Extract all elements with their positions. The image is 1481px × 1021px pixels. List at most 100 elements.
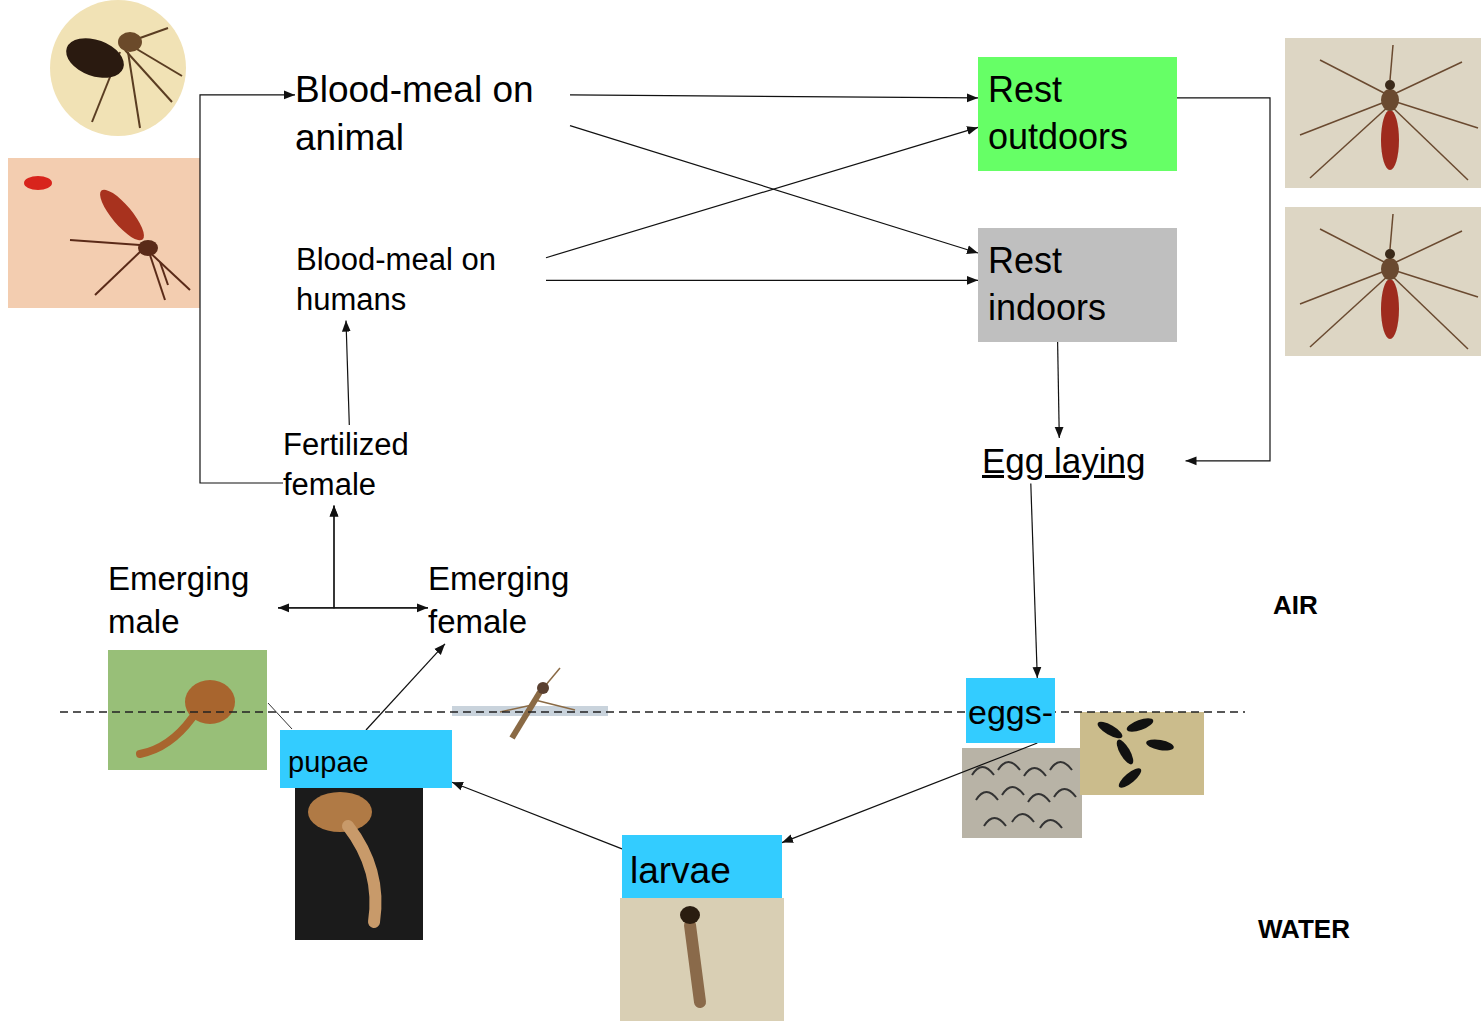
plain-node: Egg laying (982, 438, 1185, 484)
arrow-connector (1177, 98, 1270, 461)
plain-node: Emerging male (108, 558, 278, 644)
node-text: pupae (288, 744, 444, 782)
egg-raft (972, 762, 1076, 828)
leg (535, 700, 575, 710)
arrow-connector (452, 782, 622, 849)
process-box: Rest outdoors (978, 57, 1177, 171)
node-text: larvae (630, 847, 774, 895)
egg (1145, 738, 1174, 753)
arrow-connector (1031, 484, 1038, 679)
pupa-tail (140, 718, 192, 754)
mosquito-legs (70, 240, 190, 300)
photo-ground (1285, 207, 1481, 356)
egg (1125, 716, 1155, 735)
node-text: Rest outdoors (988, 67, 1167, 161)
mosquito-thorax (118, 32, 142, 52)
mosquito-thorax (1381, 258, 1399, 280)
photo-ground (1080, 712, 1204, 795)
leg (1392, 62, 1462, 95)
photo-ground (8, 158, 200, 308)
egg (1114, 737, 1137, 766)
node-text: Emerging male (108, 558, 278, 644)
arrow-connector (546, 127, 978, 257)
arrow-connector (546, 280, 978, 281)
plain-node: Blood-meal on humans (296, 240, 546, 321)
stage-box: pupae (280, 730, 452, 788)
pupa-body (308, 792, 372, 832)
leg (150, 255, 165, 300)
emerging-mosquito (500, 668, 575, 738)
photo-ground (295, 782, 423, 940)
arrow-connector (200, 95, 295, 483)
leg (1320, 229, 1388, 264)
photo-ground (108, 650, 267, 770)
plain-node: Emerging female (428, 558, 598, 644)
photo-ground (50, 0, 186, 136)
arrow-connector (1058, 342, 1060, 438)
leg (128, 52, 140, 128)
node-text: Emerging female (428, 558, 598, 644)
eggs-black (1095, 716, 1174, 791)
egg (972, 767, 994, 775)
egg (1024, 768, 1046, 776)
plain-node: Fertilized female (283, 425, 453, 506)
leg (1310, 274, 1390, 347)
egg (1095, 719, 1124, 742)
mosquito-thorax (1381, 89, 1399, 111)
mosquito-thorax (138, 240, 158, 256)
leg (1390, 269, 1478, 297)
leg (500, 705, 532, 712)
arrow-connector (570, 95, 978, 98)
mosquito-abdomen (94, 184, 150, 246)
proboscis (1390, 214, 1393, 249)
arrow-connector (366, 644, 445, 730)
mosquito-abdomen (1381, 279, 1399, 339)
arrow-connector (782, 743, 1037, 843)
proboscis (160, 262, 168, 285)
mosquito-abdomen (1381, 110, 1399, 170)
egg (1054, 789, 1076, 797)
egg (1040, 820, 1062, 828)
egg (1050, 762, 1072, 770)
stage-box: eggs- (966, 678, 1055, 743)
larva-body (690, 925, 700, 1002)
node-text: Blood-meal on humans (296, 240, 546, 321)
leader-line (268, 703, 292, 729)
node-text: Egg laying (982, 438, 1145, 484)
proboscis (1390, 45, 1393, 80)
process-box: Rest indoors (978, 228, 1177, 342)
mosquito-legs (1300, 45, 1478, 180)
region-label: WATER (1258, 914, 1350, 945)
mosquito-head (1385, 249, 1395, 259)
leg (1390, 105, 1468, 180)
mosquito-legs (1300, 214, 1478, 349)
egg (984, 818, 1006, 826)
proboscis (140, 28, 168, 38)
stage-box: larvae (622, 835, 782, 898)
leg (1392, 231, 1462, 264)
leg (1310, 105, 1390, 178)
node-text: eggs- (968, 690, 1053, 734)
leg (1390, 274, 1468, 349)
plain-node: Blood-meal on animal (295, 66, 570, 162)
mosquito-body (512, 692, 540, 738)
pupa-tail (348, 826, 376, 922)
leg (1320, 60, 1388, 95)
leg (1390, 100, 1478, 128)
water-line (60, 711, 1245, 713)
egg (1028, 794, 1050, 802)
region-label: AIR (1273, 590, 1318, 621)
mosquito-head (1385, 80, 1395, 90)
egg (1116, 765, 1144, 791)
node-text: Fertilized female (283, 425, 453, 506)
mosquito-head (537, 682, 549, 694)
arrow-connector (346, 321, 349, 425)
node-text: Blood-meal on animal (295, 66, 570, 162)
photo-ground (620, 898, 784, 1021)
leg (70, 240, 140, 245)
photo-ground (962, 748, 1082, 838)
egg (1012, 814, 1034, 822)
larva-head (680, 906, 700, 924)
photo-ground (1285, 38, 1481, 188)
